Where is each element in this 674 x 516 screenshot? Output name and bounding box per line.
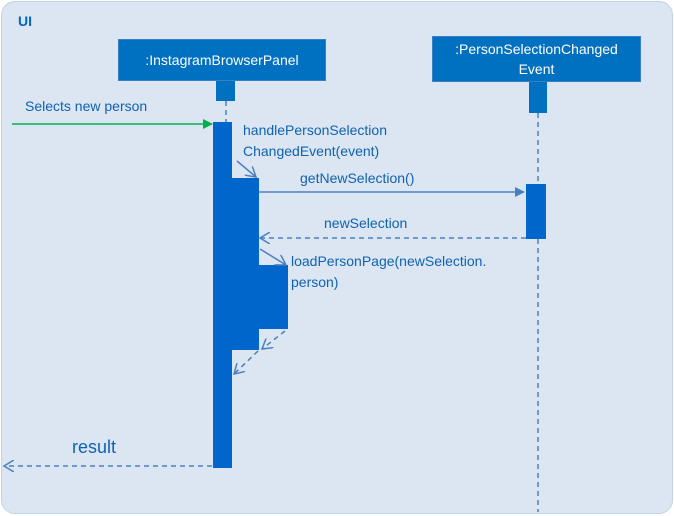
message-load-person-page: loadPersonPage(newSelection. person) xyxy=(291,253,487,290)
browser-activation xyxy=(213,122,232,468)
browser-head xyxy=(216,81,235,101)
message-new-selection: newSelection xyxy=(324,215,408,231)
lifeline-instagram-browser-panel: :InstagramBrowserPanel xyxy=(118,39,326,81)
event-head xyxy=(529,82,547,113)
event-activation xyxy=(526,184,546,239)
frame-label: UI xyxy=(18,13,32,29)
load-return xyxy=(262,330,286,349)
message-handle-event: handlePersonSelection ChangedEvent(event… xyxy=(243,122,387,159)
handle-arrow xyxy=(236,160,256,177)
handler-activation xyxy=(232,178,259,350)
message-get-new-selection: getNewSelection() xyxy=(300,170,415,186)
handle-return xyxy=(234,350,259,374)
load-arrow xyxy=(259,248,286,265)
message-result: result xyxy=(72,437,117,457)
message-selects-new-person: Selects new person xyxy=(25,98,148,114)
loader-activation xyxy=(259,265,288,329)
lifeline-person-selection-changed-event: :PersonSelectionChanged Event xyxy=(432,36,641,82)
